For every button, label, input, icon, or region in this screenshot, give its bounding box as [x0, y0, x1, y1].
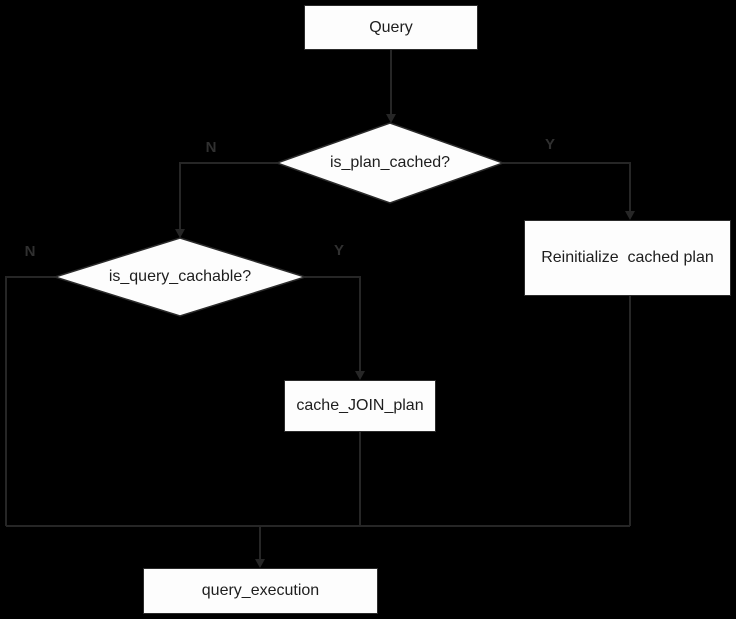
arrowhead-down-icon	[625, 211, 635, 220]
node-query-execution-box	[143, 568, 378, 614]
connector-query-cachable-n	[5, 276, 55, 526]
node-cache-join-plan-box	[284, 380, 436, 432]
branch-label-query-cachable-y: Y	[333, 241, 344, 259]
branch-label-query-cachable-n: N	[24, 242, 36, 260]
arrowhead-down-icon	[175, 229, 185, 238]
decision-is-plan-cached-shape	[274, 122, 506, 204]
arrowhead-down-icon	[255, 559, 265, 568]
node-query-box	[304, 5, 478, 50]
connector-plan-cached-y	[503, 162, 631, 216]
connector-plan-cached-n	[179, 162, 277, 234]
arrowhead-down-icon	[355, 371, 365, 380]
arrowhead-down-icon	[386, 114, 396, 123]
connector-query-cachable-y	[305, 276, 361, 376]
branch-label-plan-cached-y: Y	[544, 135, 555, 153]
node-reinitialize-cached-plan-box	[524, 220, 731, 296]
branch-label-plan-cached-n: N	[205, 138, 217, 156]
decision-is-query-cachable-shape	[52, 237, 308, 317]
